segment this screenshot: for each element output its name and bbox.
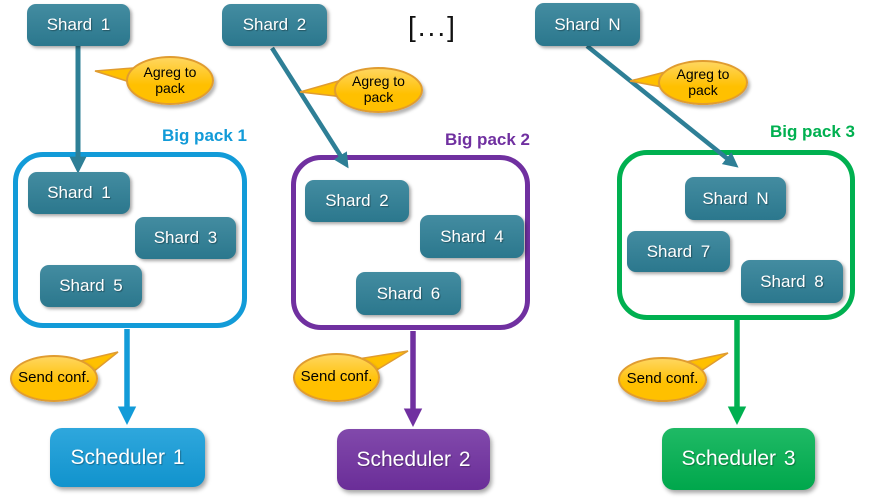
pack1-shard-box-3: Shard 5 [40,265,142,307]
big-pack-title-3: Big pack 3 [769,122,855,141]
scheduler-box-1: Scheduler 1 [50,428,205,487]
top-shard-box-n: Shard N [535,3,640,46]
pack2-shard-box-3: Shard 6 [356,272,461,315]
pack3-shard-box-2: Shard 7 [627,231,730,272]
top-shard-box-1: Shard 1 [27,4,130,46]
big-pack-title-2: Big pack 2 [444,130,530,149]
pack3-shard-box-3: Shard 8 [741,260,843,303]
arrow-shardN-to-pack3 [585,44,739,168]
big-pack-title-1: Big pack 1 [161,126,247,145]
pack1-shard-box-2: Shard 3 [135,217,236,259]
pack3-shard-box-1: Shard N [685,177,786,220]
scheduler-box-2: Scheduler 2 [337,429,490,490]
pack2-shard-box-2: Shard 4 [420,215,524,258]
send-conf-bubble-2: Send conf. [293,353,380,402]
send-conf-bubble-1: Send conf. [10,355,98,402]
agreg-bubble-3: Agreg to pack [658,60,748,105]
send-conf-bubble-3: Send conf. [618,357,707,402]
agreg-bubble-2: Agreg to pack [334,67,423,113]
ellipsis-label: [...] [408,11,457,42]
arrow-shard2-to-pack2 [270,46,349,169]
top-shard-box-2: Shard 2 [222,4,327,46]
scheduler-box-3: Scheduler 3 [662,428,815,490]
pack2-shard-box-1: Shard 2 [305,180,409,222]
pack1-shard-box-1: Shard 1 [28,172,130,214]
agreg-bubble-1: Agreg to pack [126,56,214,105]
